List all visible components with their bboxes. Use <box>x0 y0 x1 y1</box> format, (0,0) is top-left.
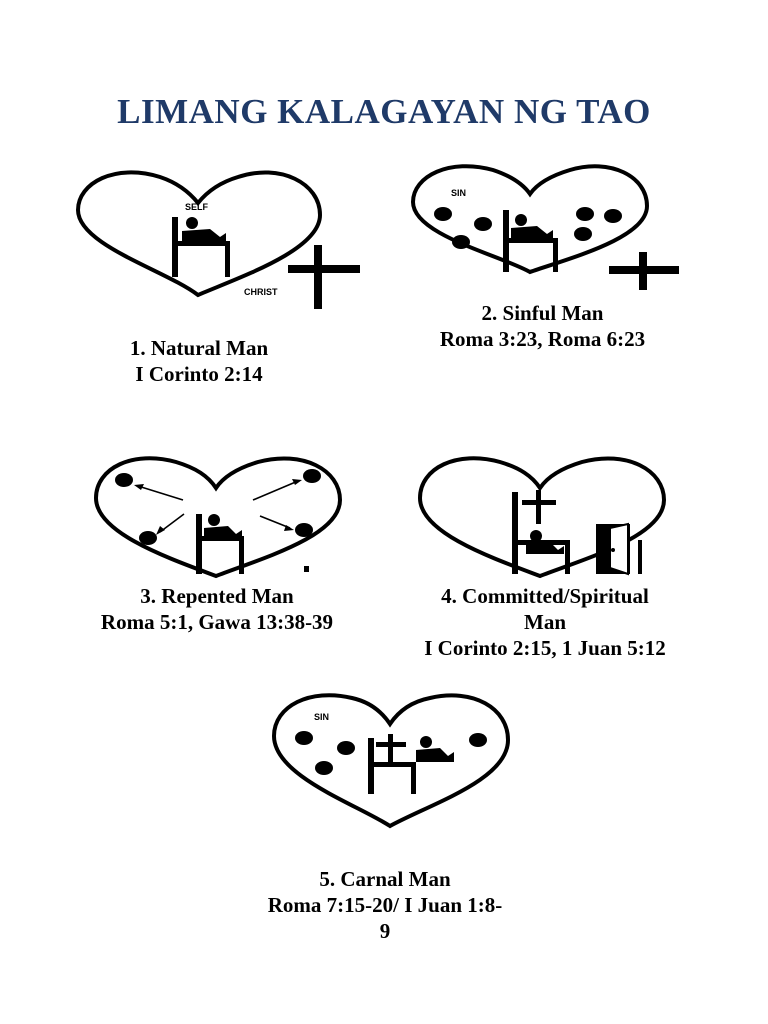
sin-dot <box>434 207 452 221</box>
sin-dot <box>474 217 492 231</box>
throne-with-cross-icon <box>368 734 416 794</box>
arrow-icons <box>134 479 302 535</box>
person-icon <box>511 214 553 240</box>
state-3-heading: 3. Repented Man <box>140 584 294 608</box>
state-4-verse: I Corinto 2:15, 1 Juan 5:12 <box>424 636 666 660</box>
throne-icon <box>196 514 244 574</box>
sin-dot <box>574 227 592 241</box>
state-3-caption: 3. Repented Man Roma 5:1, Gawa 13:38-39 <box>72 583 362 635</box>
sinful-man-heart-diagram: SIN <box>410 164 679 290</box>
sin-dot <box>604 209 622 223</box>
christ-label: CHRIST <box>244 287 278 297</box>
dot-mark <box>304 566 309 572</box>
state-4-heading-line1: 4. Committed/Spiritual <box>441 584 649 608</box>
sin-dot <box>337 741 355 755</box>
natural-man-heart-diagram: SELF CHRIST <box>75 170 360 309</box>
state-4-heading-line2: Man <box>524 610 566 634</box>
state-5-verse-line1: Roma 7:15-20/ I Juan 1:8- <box>267 893 503 917</box>
sin-dot <box>115 473 133 487</box>
state-1-caption: 1. Natural Man I Corinto 2:14 <box>94 335 304 387</box>
throne-with-cross-icon <box>512 490 570 574</box>
sin-label: SIN <box>451 188 466 198</box>
state-5-caption: 5. Carnal Man Roma 7:15-20/ I Juan 1:8- … <box>240 866 530 944</box>
sin-dot <box>303 469 321 483</box>
state-5-verse-line2: 9 <box>379 919 391 943</box>
state-2-caption: 2. Sinful Man Roma 3:23, Roma 6:23 <box>405 300 680 352</box>
sin-dots <box>434 207 622 249</box>
heart-outline <box>410 164 650 275</box>
cross-icon <box>288 245 360 309</box>
cross-icon <box>609 252 679 290</box>
sin-dot <box>295 523 313 537</box>
throne-icon <box>503 210 558 272</box>
state-1-heading: 1. Natural Man <box>129 336 269 360</box>
state-2-verse: Roma 3:23, Roma 6:23 <box>439 327 646 351</box>
sin-dot <box>576 207 594 221</box>
person-icon <box>204 514 242 538</box>
state-1-verse: I Corinto 2:14 <box>135 362 263 386</box>
sin-dot <box>295 731 313 745</box>
repented-man-heart-diagram <box>93 456 343 579</box>
sin-dots <box>295 731 487 775</box>
committed-spiritual-man-heart-diagram <box>417 456 667 579</box>
sin-dots <box>115 469 321 545</box>
sin-dot <box>139 531 157 545</box>
person-icon <box>416 736 454 762</box>
state-3-verse: Roma 5:1, Gawa 13:38-39 <box>100 610 334 634</box>
state-2-heading: 2. Sinful Man <box>481 301 604 325</box>
sin-dot <box>315 761 333 775</box>
carnal-man-heart-diagram: SIN <box>271 693 511 829</box>
sin-dot <box>452 235 470 249</box>
person-icon <box>182 217 226 241</box>
door-icon <box>596 522 642 576</box>
page-title: LIMANG KALAGAYAN NG TAO <box>117 92 651 131</box>
state-4-caption: 4. Committed/Spiritual Man I Corinto 2:1… <box>390 583 700 661</box>
sin-label: SIN <box>314 712 329 722</box>
throne-icon <box>172 217 230 277</box>
sin-dot <box>469 733 487 747</box>
state-5-heading: 5. Carnal Man <box>319 867 451 891</box>
self-label: SELF <box>185 202 209 212</box>
person-icon <box>526 530 564 554</box>
